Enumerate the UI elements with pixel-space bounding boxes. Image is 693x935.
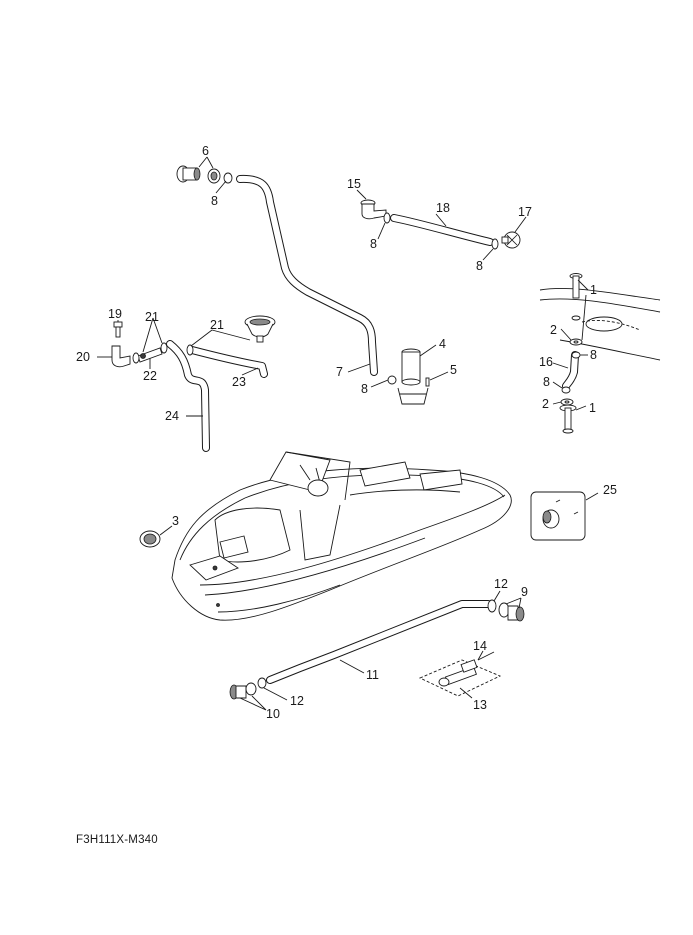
boat-hull [171, 451, 512, 621]
fitting-15 [360, 199, 387, 220]
fitting-9 [498, 602, 525, 622]
valve-17 [501, 231, 521, 249]
callout-17: 17 [518, 205, 532, 219]
clamp-8f [387, 375, 397, 385]
bracket-13 [418, 659, 502, 697]
callout-9: 9 [521, 585, 528, 599]
callout-2: 2 [550, 323, 557, 337]
callout-8: 8 [370, 237, 377, 251]
canister-4 [401, 348, 421, 386]
plug-3 [139, 530, 161, 548]
callout-13: 13 [473, 698, 487, 712]
leader-lines [97, 156, 599, 711]
callout-2: 2 [542, 397, 549, 411]
clamp-8b [383, 212, 391, 224]
callout-5: 5 [450, 363, 457, 377]
clamp-8e [561, 386, 571, 394]
callout-21: 21 [210, 318, 224, 332]
callout-15: 15 [347, 177, 361, 191]
callout-21: 21 [145, 310, 159, 324]
callout-16: 16 [539, 355, 553, 369]
washer-2a [569, 338, 583, 346]
clamp-12a [487, 599, 497, 613]
hose-23 [188, 346, 268, 378]
screw-19 [113, 321, 123, 338]
callout-3: 3 [172, 514, 179, 528]
tube-11 [266, 600, 492, 684]
clamp-8d [571, 351, 581, 359]
clamp-8c [491, 238, 499, 250]
drain-plug-1a [569, 273, 583, 321]
callout-25: 25 [603, 483, 617, 497]
callout-11: 11 [366, 668, 379, 682]
callout-4: 4 [439, 337, 446, 351]
drain-plug-1b [559, 404, 577, 434]
tie-14 [477, 651, 495, 661]
elbow-20 [111, 345, 131, 368]
valve-22 [132, 347, 163, 364]
callout-10: 10 [266, 707, 280, 721]
callout-12: 12 [290, 694, 304, 708]
clamp-21b [186, 344, 194, 356]
callout-22: 22 [143, 369, 157, 383]
callout-18: 18 [436, 201, 450, 215]
callout-19: 19 [108, 307, 122, 321]
clamp-12b [257, 677, 267, 689]
bracket-5 [397, 377, 430, 405]
callout-8: 8 [476, 259, 483, 273]
hose-24 [166, 340, 210, 452]
callout-14: 14 [473, 639, 487, 653]
switch-25 [530, 491, 586, 541]
hose-18 [390, 214, 494, 246]
callout-20: 20 [76, 350, 90, 364]
clamp-21a [160, 342, 168, 354]
hose-16 [562, 351, 579, 390]
callout-6: 6 [202, 144, 209, 158]
callout-labels: 6 8 15 18 17 8 8 1 2 8 16 8 2 1 19 21 21… [76, 144, 617, 721]
callout-8: 8 [590, 348, 597, 362]
callout-8: 8 [361, 382, 368, 396]
callout-1: 1 [590, 283, 597, 297]
callout-8: 8 [543, 375, 550, 389]
deck-section [539, 288, 661, 361]
washer-2b [560, 398, 574, 406]
callout-12: 12 [494, 577, 508, 591]
fitting-6 [176, 165, 221, 184]
callout-1: 1 [589, 401, 596, 415]
diagram-code: F3H111X-M340 [76, 834, 158, 846]
callout-24: 24 [165, 409, 179, 423]
fitting-10 [229, 682, 257, 700]
callout-8: 8 [211, 194, 218, 208]
callout-23: 23 [232, 375, 246, 389]
callout-7: 7 [336, 365, 343, 379]
clamp-8a [223, 172, 233, 184]
cup-23 [244, 315, 276, 343]
hose-6-to-7 [236, 174, 378, 376]
